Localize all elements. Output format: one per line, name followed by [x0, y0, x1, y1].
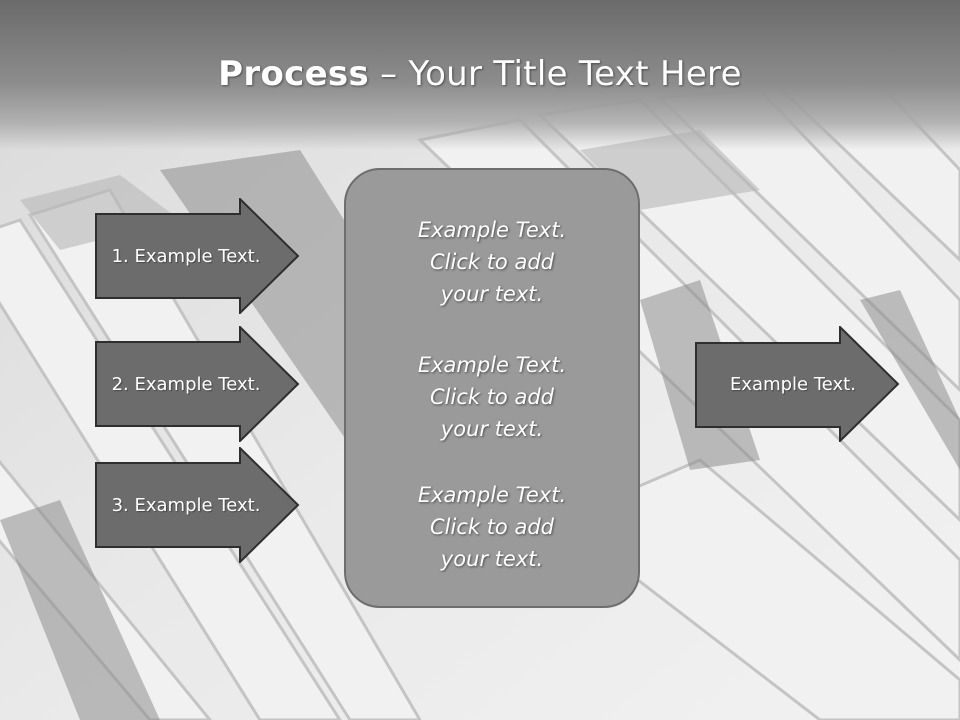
- right-arrow-shape: [95, 326, 300, 442]
- center-text-block-1: Example Text. Click to add your text.: [346, 214, 638, 310]
- title-band: [0, 0, 960, 150]
- center-text-line: your text.: [440, 547, 544, 571]
- center-text-line: Example Text.: [417, 483, 567, 507]
- center-text-block-2: Example Text. Click to add your text.: [346, 349, 638, 445]
- right-arrow-shape: [695, 326, 900, 442]
- center-text-line: your text.: [440, 417, 544, 441]
- center-text-line: Example Text.: [417, 353, 567, 377]
- step-arrow-3[interactable]: 3. Example Text.: [95, 447, 300, 563]
- step-arrow-label: 3. Example Text.: [111, 494, 261, 516]
- slide-title[interactable]: Process – Your Title Text Here: [0, 52, 960, 96]
- right-arrow-shape: [95, 198, 300, 314]
- title-rest: – Your Title Text Here: [369, 54, 742, 94]
- step-arrow-label: 2. Example Text.: [111, 373, 261, 395]
- center-text-line: Click to add: [429, 250, 554, 274]
- center-text-block-3: Example Text. Click to add your text.: [346, 479, 638, 575]
- right-arrow-shape: [95, 447, 300, 563]
- center-text-line: Click to add: [429, 515, 554, 539]
- title-bold: Process: [218, 54, 370, 94]
- result-arrow-label: Example Text.: [730, 373, 856, 395]
- center-text-box[interactable]: Example Text. Click to add your text. Ex…: [344, 168, 640, 608]
- result-arrow[interactable]: Example Text.: [695, 326, 900, 442]
- step-arrow-2[interactable]: 2. Example Text.: [95, 326, 300, 442]
- center-text-line: your text.: [440, 282, 544, 306]
- center-text-line: Example Text.: [417, 218, 567, 242]
- step-arrow-1[interactable]: 1. Example Text.: [95, 198, 300, 314]
- step-arrow-label: 1. Example Text.: [111, 245, 261, 267]
- center-text-line: Click to add: [429, 385, 554, 409]
